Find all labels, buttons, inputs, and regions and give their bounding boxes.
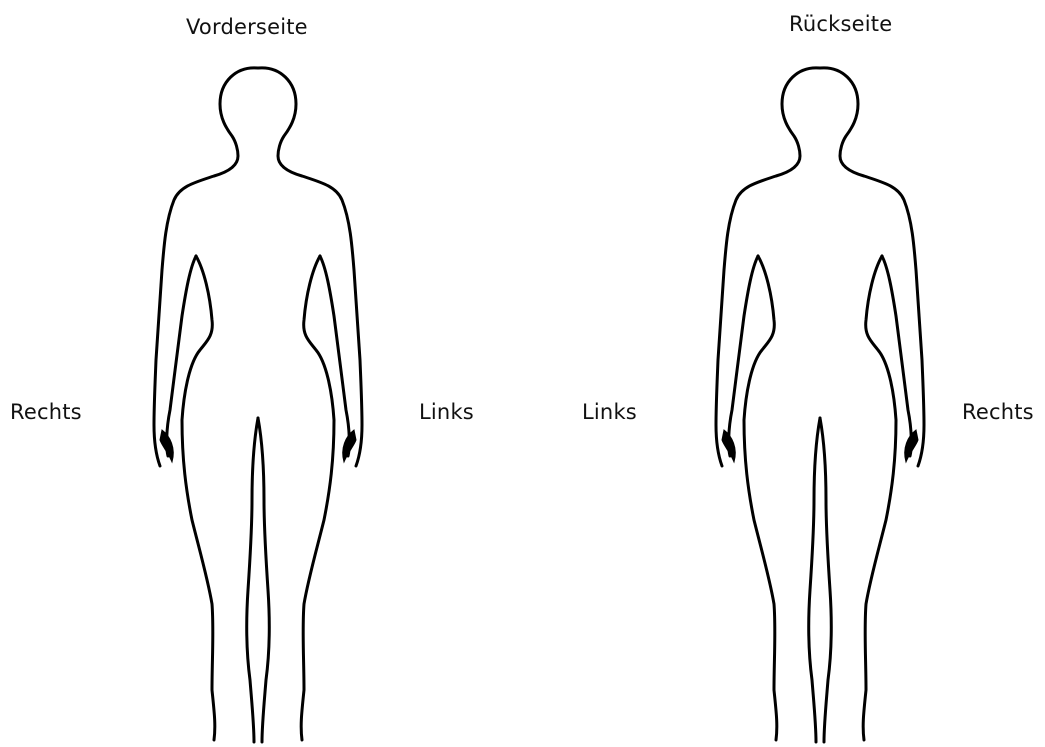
back-body-silhouette xyxy=(716,68,924,742)
front-body-outline xyxy=(0,0,500,747)
back-body-outline xyxy=(562,0,1045,747)
front-body-silhouette xyxy=(154,68,362,742)
